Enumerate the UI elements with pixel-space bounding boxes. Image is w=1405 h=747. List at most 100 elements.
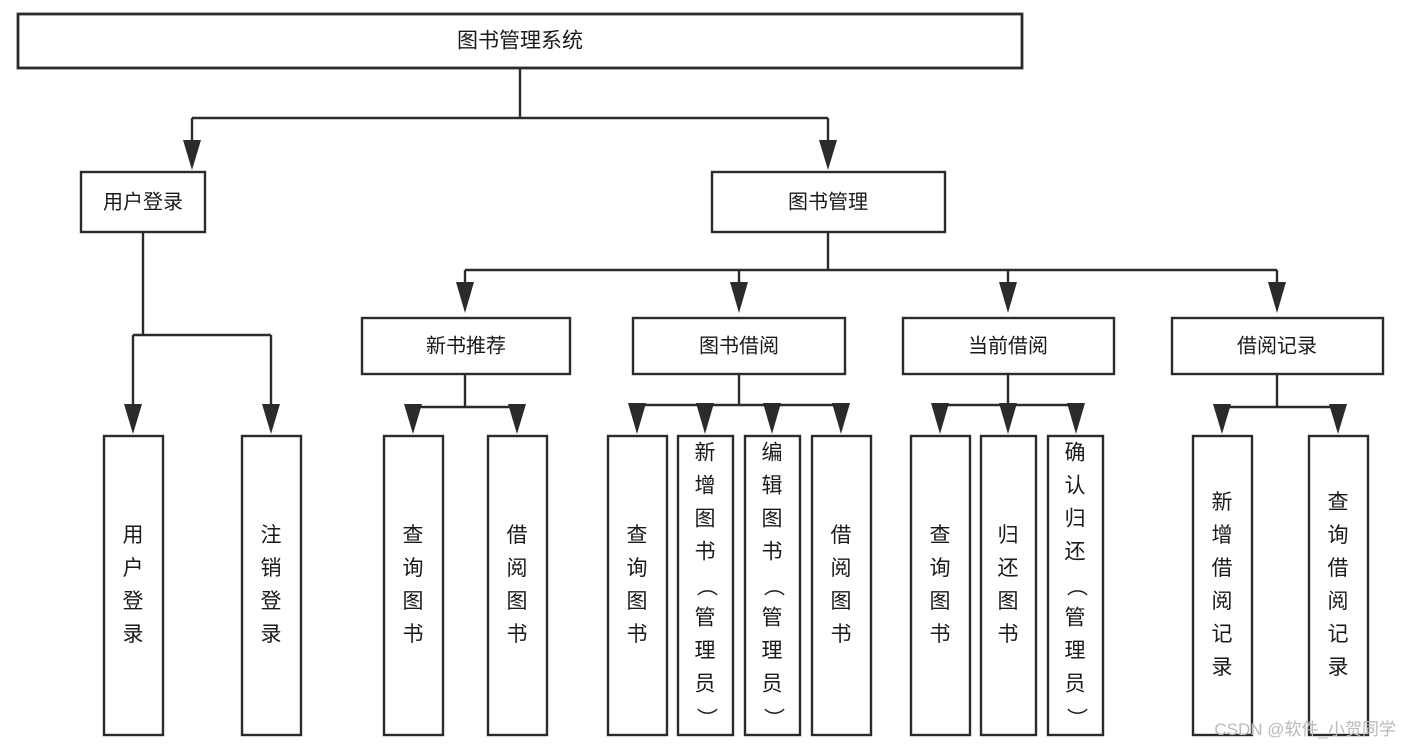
leaf-label-char: 图: [930, 590, 951, 613]
leaf-label-char: 图: [403, 590, 424, 613]
node-book-management[interactable]: 图书管理: [710, 170, 947, 234]
arrow-login-to-leaf-1: [124, 404, 142, 434]
leaf-box[interactable]: [743, 434, 802, 737]
leaf-label-char: 理: [1065, 640, 1086, 663]
leaf-box[interactable]: [810, 434, 873, 737]
leaf-box[interactable]: [486, 434, 549, 737]
leaf-box[interactable]: [909, 434, 972, 737]
leaf-label-char: 录: [1212, 656, 1233, 679]
arrow-borrow-to-leaf-1: [628, 403, 646, 434]
arrow-bookmgmt-to-l2-2: [730, 282, 748, 313]
node-root[interactable]: 图书管理系统: [16, 12, 1024, 70]
leaf-label-char: 查: [627, 524, 648, 547]
leaf-label-char: 员: [1065, 673, 1086, 696]
leaf-label-char: 管: [695, 607, 716, 630]
leaf-label-char: 录: [1328, 656, 1349, 679]
leaf-label-char: 书: [762, 541, 783, 564]
leaf-label-char: （: [694, 576, 717, 597]
leaf-label-char: ）: [1064, 708, 1087, 729]
leaf-box[interactable]: [240, 434, 303, 737]
node-user-login[interactable]: 用户登录: [79, 170, 207, 234]
leaf-label-char: 还: [998, 557, 1019, 580]
arrow-current-to-leaf-3: [1067, 403, 1085, 434]
leaf-box[interactable]: [979, 434, 1038, 737]
leaf-label-char: 阅: [831, 557, 852, 580]
leaf-label-char: 图: [831, 590, 852, 613]
leaf-box[interactable]: [382, 434, 445, 737]
leaf-label-char: 借: [831, 524, 852, 547]
node-new-book-recommend[interactable]: 新书推荐: [360, 316, 572, 376]
leaf-label-char: 新: [1212, 491, 1233, 514]
csdn-watermark: CSDN @软件_小贺同学: [1214, 720, 1396, 739]
leaf-label-char: 借: [507, 524, 528, 547]
node-borrow-records-box[interactable]: [1170, 316, 1385, 376]
leaf-label-char: 记: [1212, 623, 1233, 646]
leaf-box[interactable]: [1191, 434, 1254, 737]
leaf-box[interactable]: [606, 434, 669, 737]
node-book-borrow-box[interactable]: [631, 316, 847, 376]
arrow-bookmgmt-to-l2-1: [456, 282, 474, 313]
leaf-label-char: 确: [1065, 442, 1086, 465]
arrow-records-to-leaf-1: [1213, 404, 1231, 434]
arrow-borrow-to-leaf-3: [763, 403, 781, 434]
leaf-box[interactable]: [102, 434, 165, 737]
leaf-label-char: 书: [627, 623, 648, 646]
connector-layer: [124, 68, 1347, 434]
leaf-label-char: 新: [695, 442, 716, 465]
leaf-label-char: 理: [762, 640, 783, 663]
node-user-login-label: 用户登录: [103, 190, 183, 213]
node-new-book-recommend-box[interactable]: [360, 316, 572, 376]
leaf-label-char: ）: [761, 708, 784, 729]
leaf-label-char: 编: [762, 442, 783, 465]
leaf-node[interactable]: 用户登录: [102, 434, 165, 737]
node-current-borrow[interactable]: 当前借阅: [901, 316, 1116, 376]
node-borrow-records[interactable]: 借阅记录: [1170, 316, 1385, 376]
leaf-label-char: 录: [261, 623, 282, 646]
leaf-label-char: 借: [1328, 557, 1349, 580]
arrow-login-to-leaf-2: [262, 404, 280, 434]
leaf-label-char: 书: [831, 623, 852, 646]
leaf-label-char: 查: [403, 524, 424, 547]
leaf-label-char: 注: [261, 524, 282, 547]
leaf-label-char: 记: [1328, 623, 1349, 646]
leaf-label-char: 管: [1065, 607, 1086, 630]
leaf-box[interactable]: [1046, 434, 1105, 737]
leaf-box[interactable]: [1307, 434, 1370, 737]
node-user-login-box[interactable]: [79, 170, 207, 234]
leaf-label-char: 管: [762, 607, 783, 630]
leaf-label-char: 增: [1212, 524, 1233, 547]
leaf-label-char: 图: [998, 590, 1019, 613]
leaf-label-char: （: [1064, 576, 1087, 597]
arrow-root-to-login: [183, 140, 201, 170]
leaf-label-char: 登: [123, 590, 144, 613]
leaf-label: 用户登录: [123, 524, 144, 646]
node-current-borrow-label: 当前借阅: [968, 334, 1048, 357]
leaf-label-char: 询: [1328, 524, 1349, 547]
leaf-label-char: 辑: [762, 475, 783, 498]
node-book-borrow[interactable]: 图书借阅: [631, 316, 847, 376]
node-root-box[interactable]: [16, 12, 1024, 70]
arrow-recommend-to-leaf-2: [508, 404, 526, 434]
node-book-management-box[interactable]: [710, 170, 947, 234]
leaf-box[interactable]: [676, 434, 735, 737]
node-current-borrow-box[interactable]: [901, 316, 1116, 376]
